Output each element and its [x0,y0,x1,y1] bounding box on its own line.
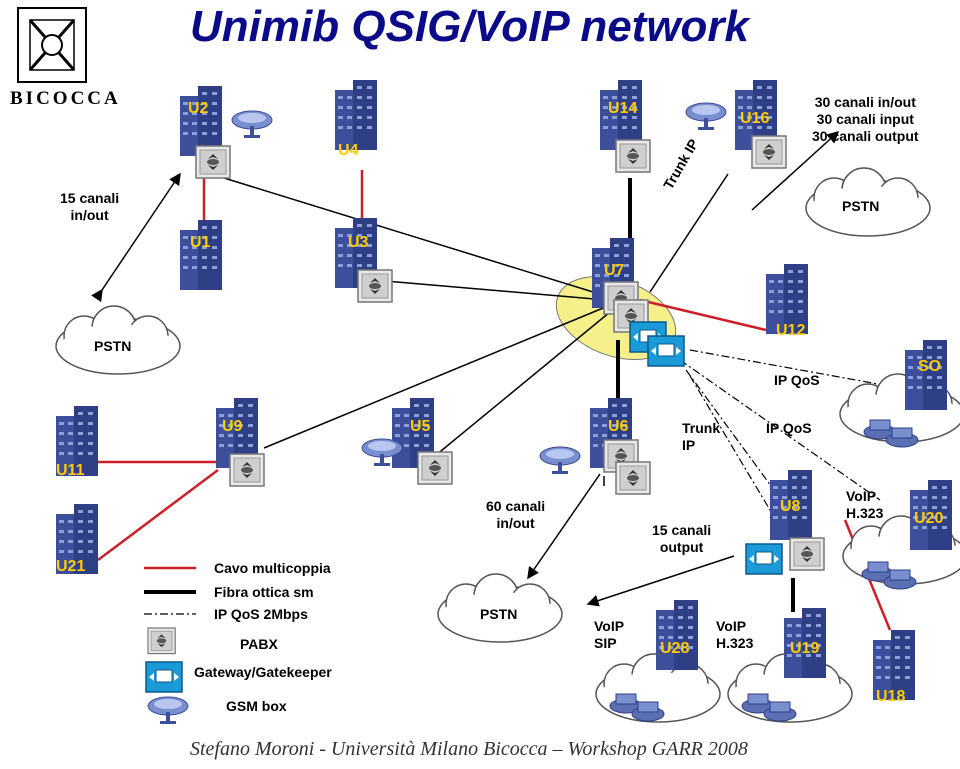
gsm-box-u2 [231,110,273,139]
building-u1 [180,220,222,290]
label-u28: U28 [660,640,690,657]
gsm-box-u16 [685,102,727,131]
legend-pabx-label: PABX [240,636,278,652]
legend-gateway-label: Gateway/Gatekeeper [194,664,332,680]
label-u19: U19 [790,640,820,657]
legend [134,548,366,728]
label-u14: U14 [608,100,638,117]
ip-qos-label-1: IP QoS [774,372,820,388]
label-so: SO [918,358,942,375]
building-u28 [656,600,698,670]
gateway-u7-b [647,335,685,367]
label-u18: U18 [876,688,906,705]
legend-gateway-icon [145,661,183,693]
pabx-u5 [417,451,453,485]
label-u3: U3 [348,234,369,251]
trunk-ip-mid: Trunk IP [682,420,721,453]
label-u11: U11 [56,462,85,479]
pstn-arrows [91,130,840,607]
pstn-label-left: PSTN [94,338,132,354]
legend-ipqos-label: IP QoS 2Mbps [214,606,308,622]
legend-gsm-label: GSM box [226,698,287,714]
legend-pabx-icon [147,627,176,655]
pstn-label-top-right: PSTN [842,198,880,214]
gateway-u8 [745,543,783,575]
voip-h323-right: VoIP H.323 [846,488,884,521]
label-u4: U4 [338,142,359,159]
label-u8: U8 [780,498,801,515]
voip-h323-bottom: VoIP H.323 [716,618,754,651]
university-logo: BICOCCA [4,2,118,109]
building-u4 [335,80,377,150]
pabx-u14 [615,139,651,173]
pabx-u9 [229,453,265,487]
label-u6: U6 [608,418,629,435]
pabx-u2 [195,145,231,179]
label-u12: U12 [776,322,806,339]
ip-qos-label-2: IP QoS [766,420,812,436]
logo-text: BICOCCA [10,88,121,109]
pstn-label-bottom: PSTN [480,606,518,622]
label-u1: U1 [190,234,211,251]
legend-cavo-label: Cavo multicoppia [214,560,331,576]
pabx-u8 [789,537,825,571]
logo-seal [17,7,87,83]
gsm-box-u6 [539,446,581,475]
page-title: Unimib QSIG/VoIP network [190,2,750,51]
label-u21: U21 [56,558,86,575]
label-u2: U2 [188,100,209,117]
thin-links [223,173,729,486]
label-u20: U20 [914,510,944,527]
footer-credit: Stefano Moroni - Università Milano Bicoc… [190,738,748,760]
voip-sip-label: VoIP SIP [594,618,625,651]
pabx-u6-b [615,461,651,495]
label-u5: U5 [410,418,431,435]
canali-15-output-label: 15 canali output [652,522,712,555]
label-u7: U7 [604,262,625,279]
canali-60-label: 60 canali in/out [486,498,546,531]
left-channels: 15 canali in/out [60,190,120,223]
label-u9: U9 [222,418,243,435]
label-u16: U16 [740,110,770,127]
top-right-channels: 30 canali in/out 30 canali input 30 cana… [812,94,919,144]
pabx-u3 [357,269,393,303]
legend-fibra-label: Fibra ottica sm [214,584,314,600]
pabx-u16 [751,135,787,169]
